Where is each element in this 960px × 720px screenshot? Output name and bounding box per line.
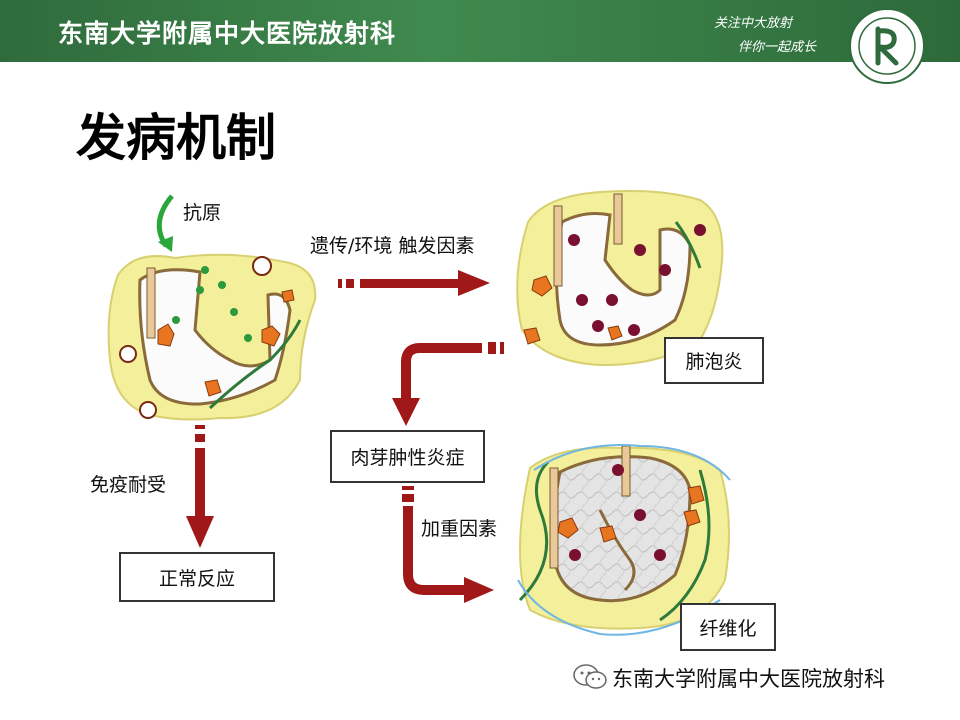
alveolus-normal — [107, 253, 317, 421]
granulomatous-box: 肉芽肿性炎症 — [330, 430, 485, 483]
header-title: 东南大学附属中大医院放射科 — [58, 19, 397, 48]
trigger-label: 遗传/环境 触发因素 — [310, 235, 475, 257]
wechat-icon — [573, 664, 607, 689]
alveolus-fibrosis — [517, 444, 731, 636]
watermark-text: 东南大学附属中大医院放射科 — [612, 667, 885, 691]
slide-title: 发病机制 — [76, 109, 276, 167]
normal-reaction-box: 正常反应 — [119, 552, 275, 602]
aggravating-label: 加重因素 — [421, 518, 498, 540]
header-bar: 东南大学附属中大医院放射科 关注中大放射 伴你一起成长 — [0, 0, 960, 62]
antigen-label: 抗原 — [183, 202, 222, 224]
pneumonitis-box: 肺泡炎 — [664, 337, 764, 384]
alveolus-pneumonitis — [516, 190, 724, 367]
fibrosis-box: 纤维化 — [680, 603, 776, 651]
slogan-line-2: 伴你一起成长 — [738, 40, 817, 55]
slogan-line-1: 关注中大放射 — [714, 16, 793, 31]
tolerance-label: 免疫耐受 — [90, 474, 167, 496]
department-logo — [849, 8, 925, 84]
